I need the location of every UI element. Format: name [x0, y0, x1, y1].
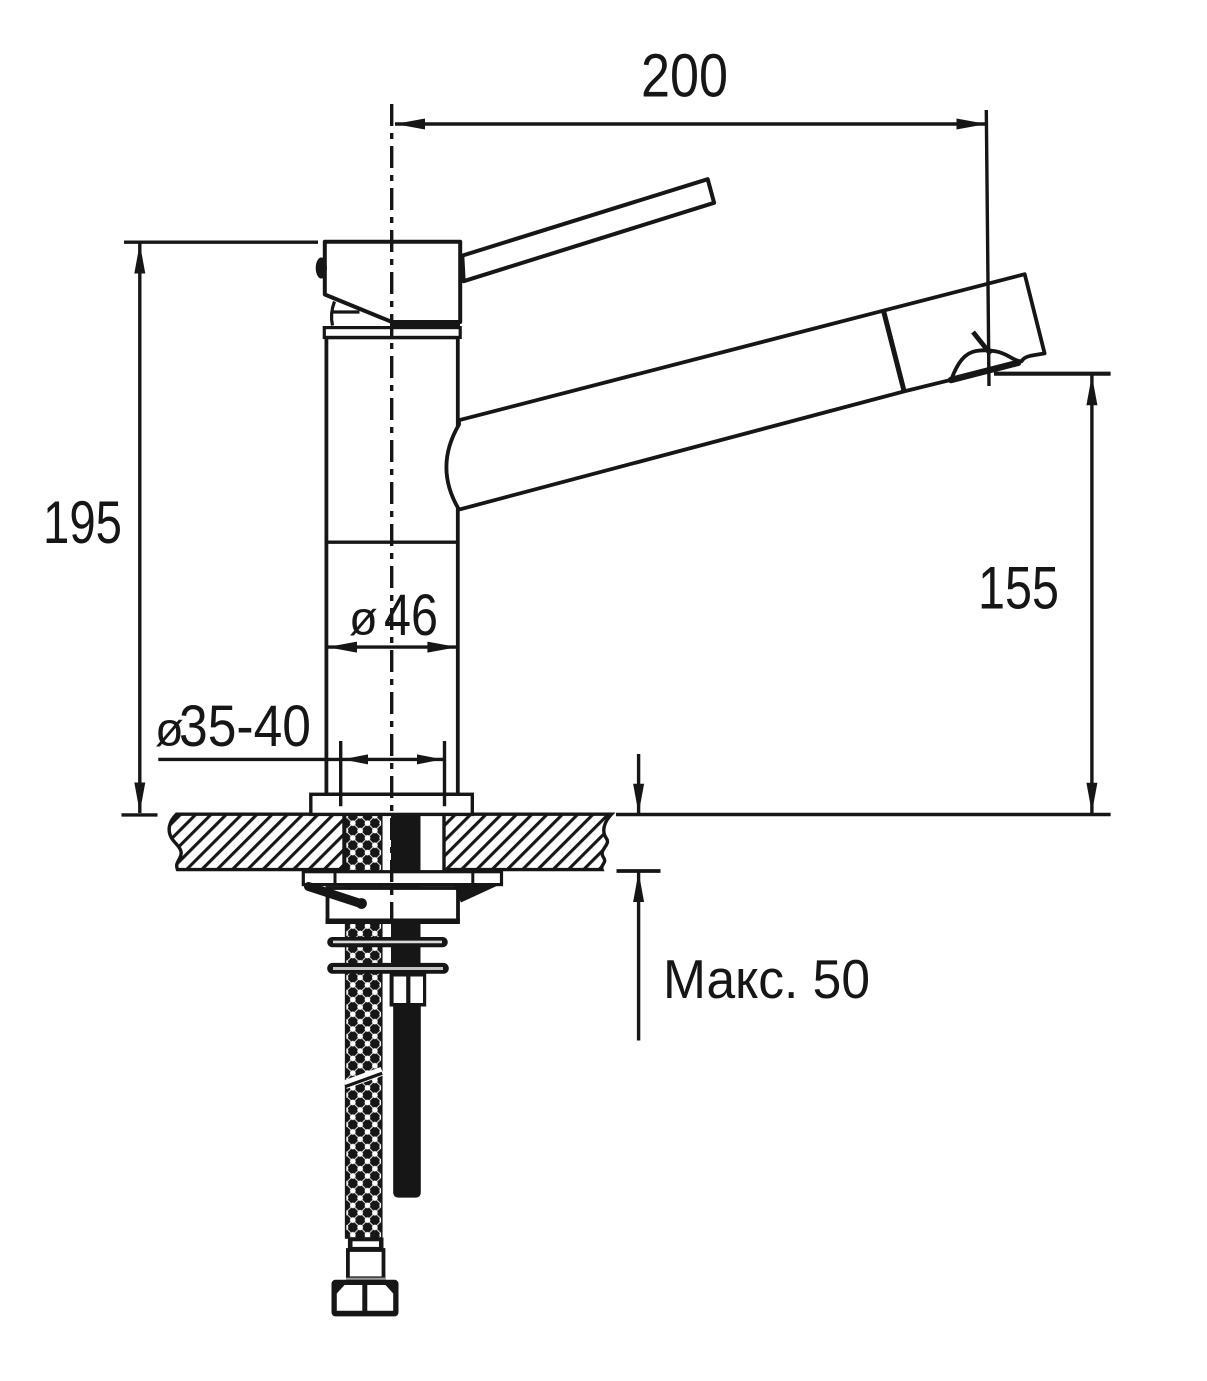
- svg-text:Макс. 50: Макс. 50: [663, 948, 870, 1010]
- svg-text:46: 46: [384, 583, 438, 648]
- svg-text:ø: ø: [349, 592, 378, 645]
- svg-text:195: 195: [43, 489, 122, 556]
- svg-text:35-40: 35-40: [179, 694, 311, 759]
- svg-text:200: 200: [641, 42, 728, 110]
- svg-text:ø: ø: [155, 703, 184, 756]
- svg-text:155: 155: [978, 555, 1059, 622]
